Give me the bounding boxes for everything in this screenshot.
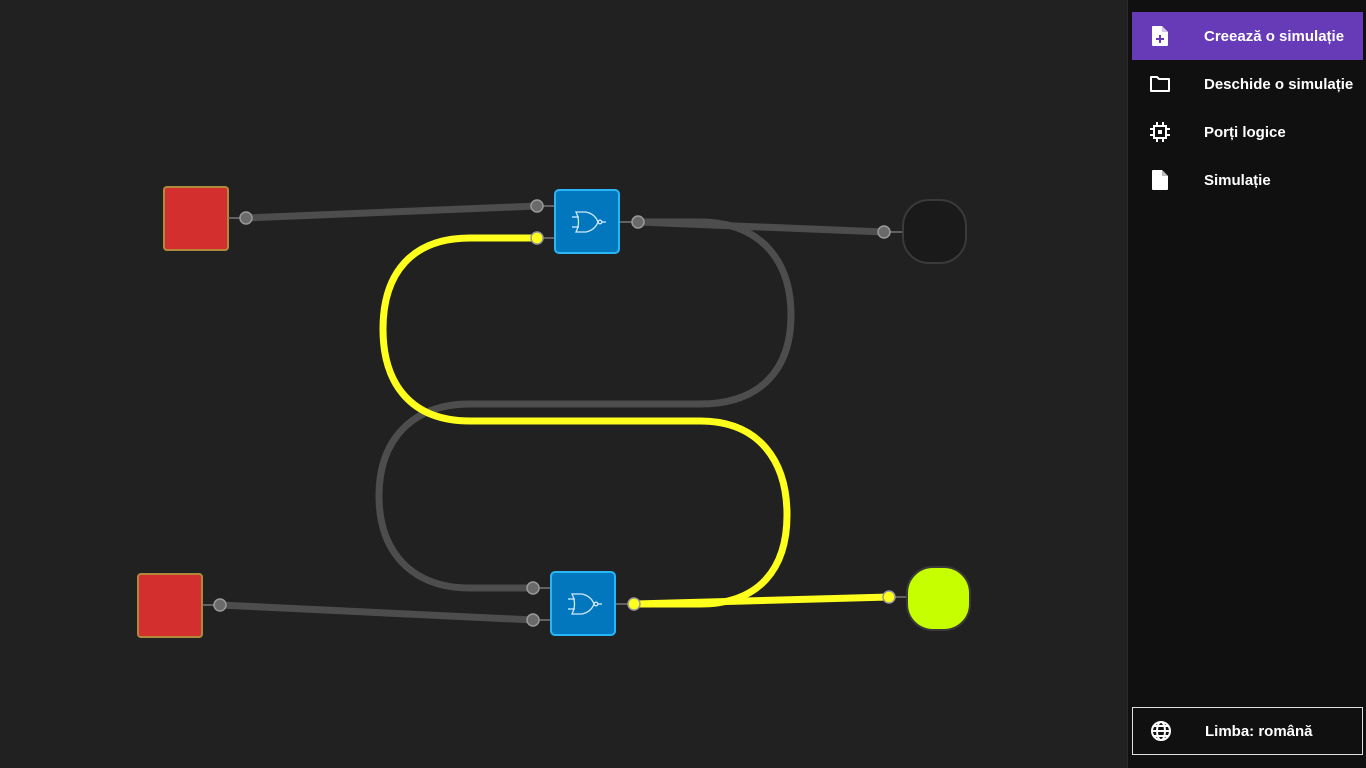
nor-bottom-output-pin[interactable] [627, 597, 641, 611]
wire-feedback-top-to-bottom[interactable] [375, 218, 795, 592]
sidebar-item-logic-gates[interactable]: Porți logice [1132, 108, 1363, 156]
sidebar-item-create-simulation[interactable]: Creează o simulație [1132, 12, 1363, 60]
sidebar-item-label: Porți logice [1204, 123, 1286, 141]
language-label: Limba: română [1205, 722, 1313, 740]
sidebar-menu: Creează o simulație Deschide o simulație… [1127, 0, 1366, 768]
lamp-top-input-pin[interactable] [877, 225, 891, 239]
document-icon [1132, 156, 1188, 204]
nor-gate-icon [572, 211, 606, 233]
output-lamp-top[interactable] [877, 199, 967, 264]
nor-bottom-input-a-pin[interactable] [526, 581, 540, 595]
input-top-pin[interactable] [239, 211, 253, 225]
output-lamp-bottom[interactable] [882, 566, 971, 631]
language-button[interactable]: Limba: română [1132, 707, 1363, 755]
file-plus-icon [1132, 12, 1188, 60]
nor-bottom-input-b-pin[interactable] [526, 613, 540, 627]
input-switch-top[interactable] [163, 186, 253, 251]
folder-icon [1132, 60, 1188, 108]
lamp-bottom-input-pin[interactable] [882, 590, 896, 604]
sidebar-item-simulation[interactable]: Simulație [1132, 156, 1363, 204]
input-bottom-pin[interactable] [213, 598, 227, 612]
globe-icon [1133, 708, 1189, 754]
sidebar-item-label: Deschide o simulație [1204, 75, 1354, 93]
nor-gate-top[interactable] [530, 189, 645, 254]
sidebar-item-open-simulation[interactable]: Deschide o simulație [1132, 60, 1363, 108]
nor-gate-icon [568, 593, 602, 615]
wire-input-top-to-gate-top[interactable] [242, 202, 541, 222]
sidebar-item-label: Simulație [1204, 171, 1271, 189]
input-switch-bottom[interactable] [137, 573, 227, 638]
wire-gate-bottom-to-lamp-bottom[interactable] [630, 593, 893, 608]
nor-gate-bottom[interactable] [526, 571, 641, 636]
wire-feedback-bottom-to-top[interactable] [379, 234, 791, 608]
wire-input-bottom-to-gate-bottom[interactable] [216, 601, 537, 624]
nor-top-input-b-pin[interactable] [530, 231, 544, 245]
circuit-diagram [137, 186, 971, 638]
sidebar-item-label: Creează o simulație [1204, 27, 1345, 45]
simulation-canvas[interactable] [0, 0, 1127, 768]
nor-top-input-a-pin[interactable] [530, 199, 544, 213]
chip-icon [1132, 108, 1188, 156]
nor-top-output-pin[interactable] [631, 215, 645, 229]
